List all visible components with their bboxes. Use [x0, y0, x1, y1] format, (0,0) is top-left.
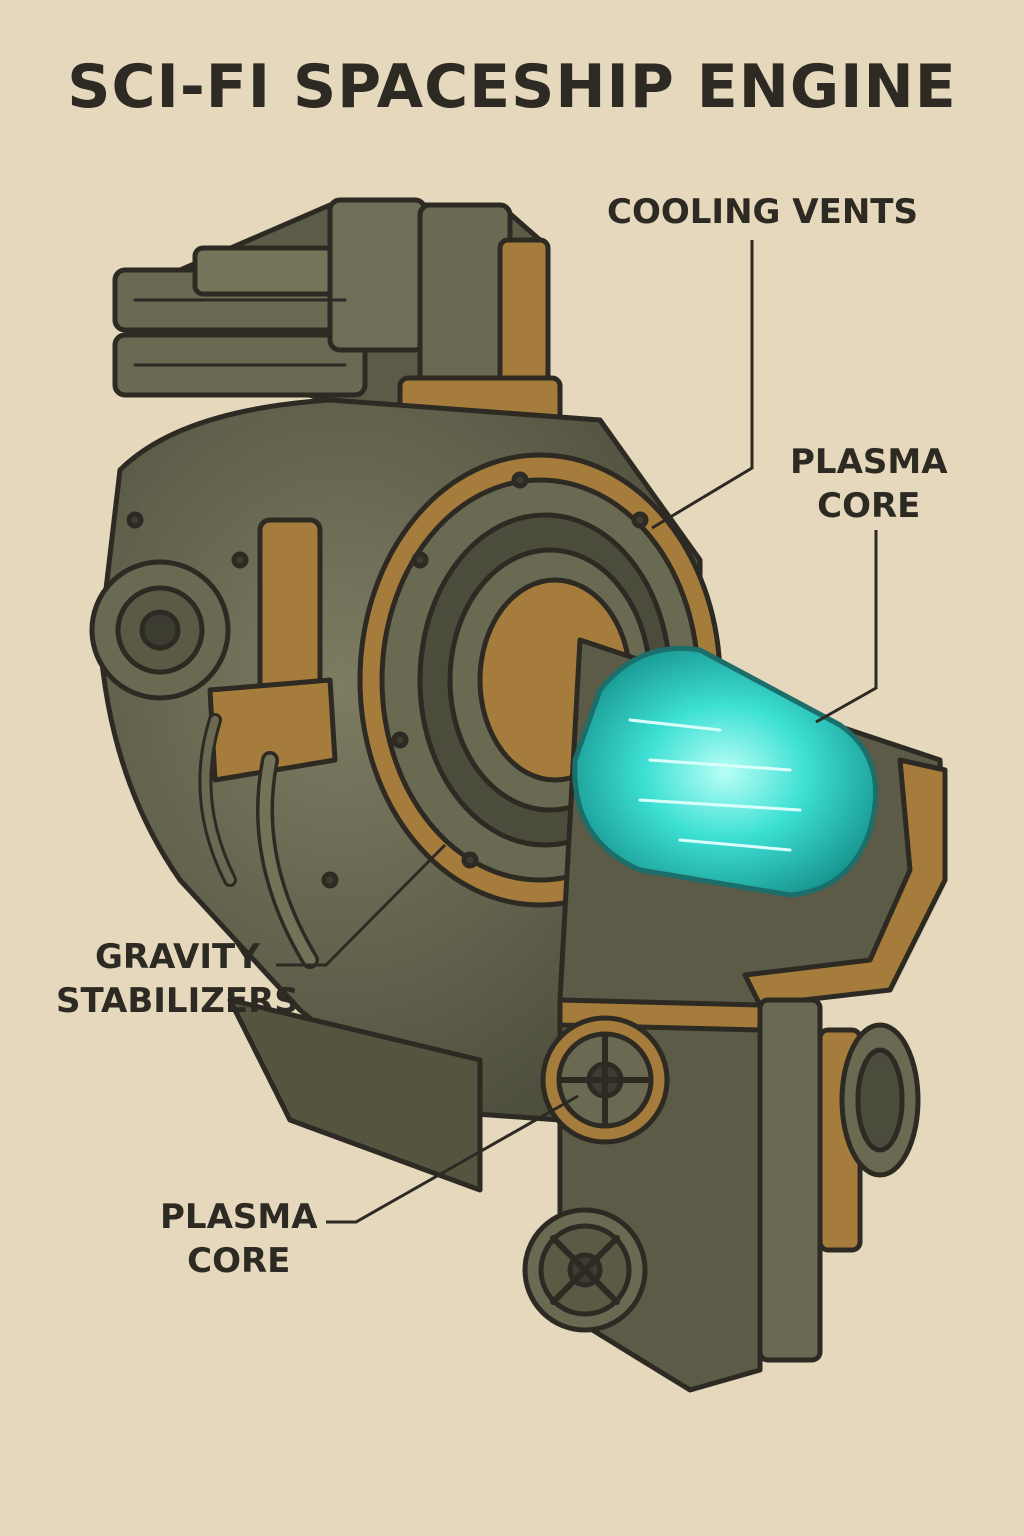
label-plasma-core-bottom: PLASMA CORE	[160, 1197, 318, 1281]
diagram-title: SCI-FI SPACESHIP ENGINE	[67, 52, 957, 122]
label-gravity-stabilizers: GRAVITY STABILIZERS	[56, 937, 299, 1021]
wheel-side	[839, 1022, 921, 1178]
leader-cooling-vents	[651, 240, 754, 530]
wheel-upper	[540, 1015, 670, 1145]
leader-gravity-stabilizers	[276, 843, 447, 967]
cooling-fins	[112, 197, 563, 441]
label-cooling-vents: COOLING VENTS	[607, 192, 918, 232]
leader-plasma-core-top	[815, 530, 878, 724]
label-plasma-core-top: PLASMA CORE	[790, 442, 948, 526]
leader-plasma-core-bottom	[326, 1094, 579, 1224]
plasma-core-capsule	[572, 645, 879, 898]
wheel-lower	[522, 1207, 648, 1333]
